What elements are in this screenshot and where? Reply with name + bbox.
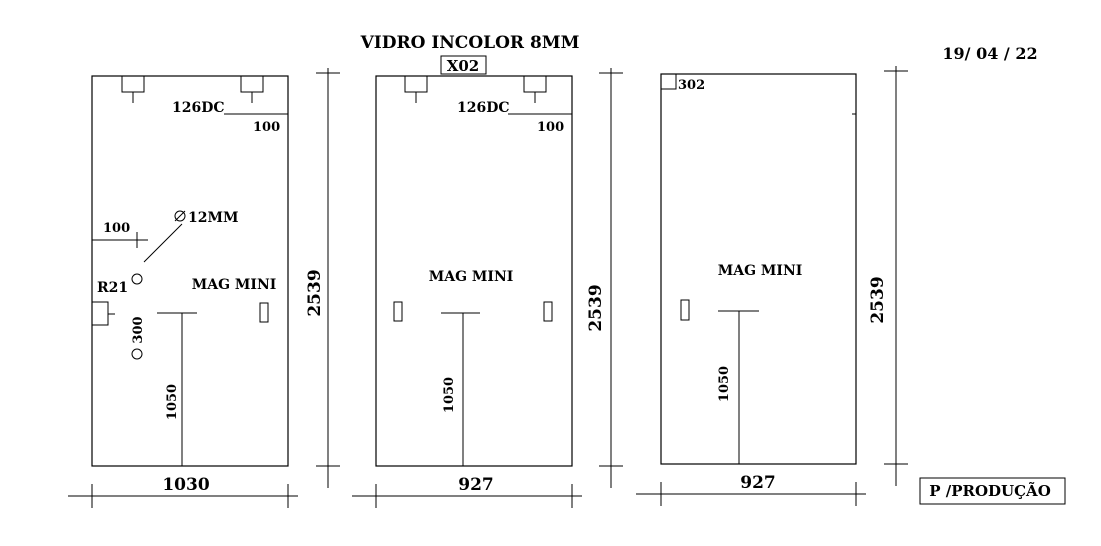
handle-height-label: 1050 [442, 377, 457, 413]
handle-label: MAG MINI [718, 263, 803, 279]
production-note: P /PRODUÇÃO [929, 481, 1051, 500]
hole-label: 12MM [188, 210, 238, 226]
handle-height-label: 1050 [165, 384, 180, 420]
notch-label: 126DC [457, 100, 510, 116]
top-notch-right [240, 75, 264, 93]
hole-diameter-symbol [174, 210, 186, 222]
handle-label: MAG MINI [429, 269, 514, 285]
panel-2: 126DC 100 MAG MINI 1050 927 2539 [352, 68, 623, 508]
top-notch-left [121, 75, 145, 93]
notch-offset-label: 100 [253, 120, 280, 135]
handle-slot [259, 302, 269, 323]
notch-label: 126DC [172, 100, 225, 116]
code-box [440, 55, 487, 75]
handle-label: MAG MINI [192, 277, 277, 293]
top-notch-left [404, 75, 428, 93]
width-label: 927 [740, 473, 776, 493]
drawing-title: VIDRO INCOLOR 8MM [360, 33, 580, 53]
hole-leader-line [143, 223, 183, 263]
notch-offset-label: 100 [537, 120, 564, 135]
width-label: 927 [458, 475, 494, 495]
panel-1: 126DC 100 12MM 100 300 R21 MAG MINI 1050… [68, 68, 340, 508]
corner-label: 302 [678, 78, 705, 93]
radius-label: R21 [97, 280, 128, 296]
production-note-box [919, 477, 1066, 505]
height-label: 2539 [586, 284, 606, 331]
top-notch-right [523, 75, 547, 93]
glass-panel-1 [91, 75, 289, 467]
height-label: 2539 [305, 269, 325, 316]
glass-panel-3 [660, 73, 857, 465]
drawing-code: X02 [447, 57, 480, 75]
height-label: 2539 [868, 276, 888, 323]
drawing-date: 19/ 04 / 22 [942, 44, 1037, 63]
panel-3: 302 MAG MINI 1050 927 2539 [636, 66, 908, 506]
corner-notch [660, 73, 677, 90]
handle-slot-left [393, 301, 403, 322]
hole-offset-label: 100 [103, 221, 130, 236]
side-notch [91, 301, 109, 326]
handle-slot [680, 299, 690, 321]
handle-slot-right [543, 301, 553, 322]
hole-bottom [131, 348, 143, 360]
width-label: 1030 [162, 475, 209, 495]
hole-spacing-label: 300 [131, 316, 146, 343]
glass-panel-2 [375, 75, 573, 467]
hole-top [131, 273, 143, 285]
handle-height-label: 1050 [717, 366, 732, 402]
